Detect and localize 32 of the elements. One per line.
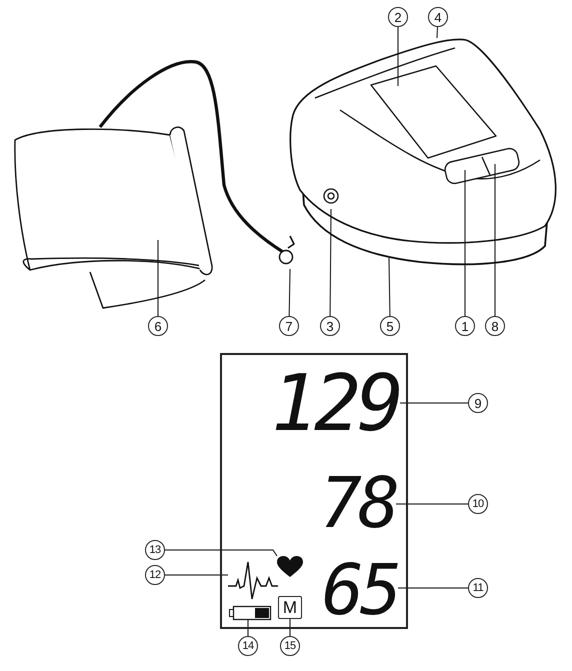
callout-number: 15 bbox=[280, 636, 300, 656]
battery-icon bbox=[229, 606, 271, 620]
callout-number: 10 bbox=[468, 494, 488, 514]
callout-number: 14 bbox=[238, 636, 258, 656]
leader-line bbox=[436, 26, 438, 38]
leader-line bbox=[494, 164, 496, 316]
callout-number: 9 bbox=[468, 393, 488, 413]
lcd-display-frame bbox=[220, 353, 408, 629]
leader-line bbox=[164, 574, 228, 576]
leader-line bbox=[400, 402, 468, 404]
callout-number: 8 bbox=[485, 316, 505, 336]
lcd-reading: 129 bbox=[268, 366, 400, 442]
callout-number: 11 bbox=[468, 578, 488, 598]
callout-number: 1 bbox=[455, 316, 475, 336]
heart-icon bbox=[277, 556, 303, 578]
display-indicator: M bbox=[278, 596, 302, 619]
callout-number: 6 bbox=[148, 316, 168, 336]
lcd-reading: 65 bbox=[316, 556, 398, 624]
leader-line bbox=[164, 550, 278, 556]
lcd-reading: 78 bbox=[312, 468, 396, 538]
callout-number: 3 bbox=[320, 316, 340, 336]
callout-number: 12 bbox=[145, 565, 165, 585]
leader-line bbox=[288, 268, 290, 316]
leader-line bbox=[388, 258, 390, 316]
callout-number: 7 bbox=[279, 316, 299, 336]
callout-number: 13 bbox=[145, 540, 165, 560]
pulse-wave-icon bbox=[228, 560, 278, 600]
leader-line bbox=[330, 208, 332, 316]
callout-number: 4 bbox=[428, 7, 448, 27]
leader-line bbox=[464, 170, 466, 316]
callout-number: 5 bbox=[380, 316, 400, 336]
callout-number: 2 bbox=[388, 7, 408, 27]
